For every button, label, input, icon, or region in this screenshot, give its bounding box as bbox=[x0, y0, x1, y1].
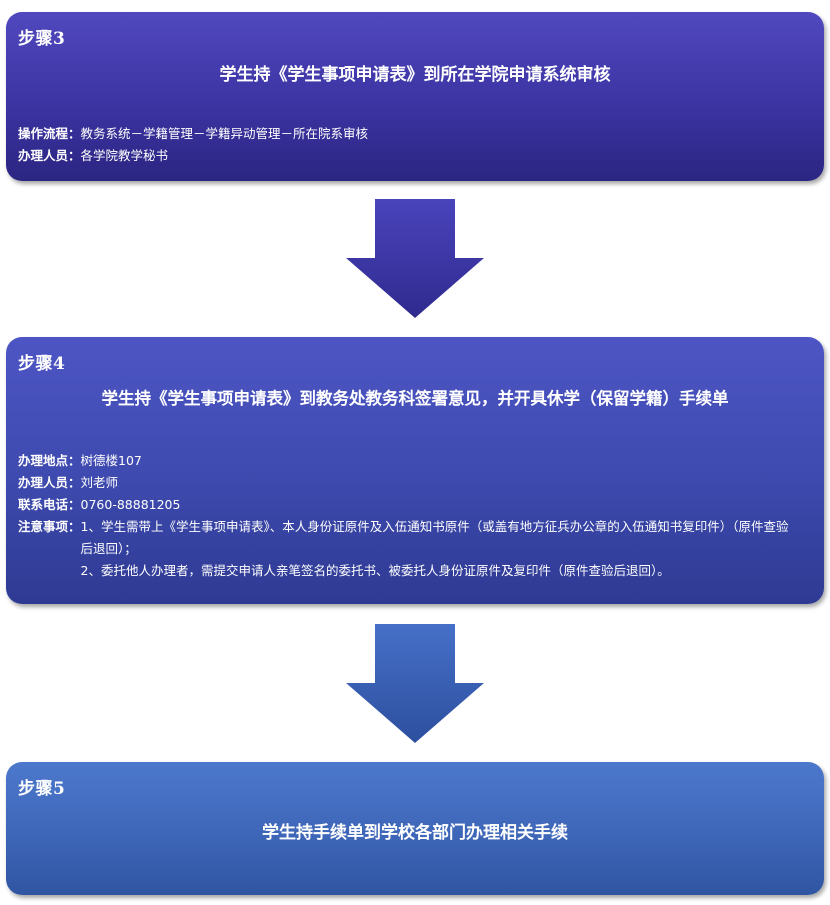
step-3-title: 学生持《学生事项申请表》到所在学院申请系统审核 bbox=[219, 65, 611, 85]
note-2: 2、委托他人办理者，需提交申请人亲笔签名的委托书、被委托人身份证原件及复印件（原… bbox=[80, 563, 670, 578]
step-3-staff-row: 办理人员： 各学院教学秘书 bbox=[18, 145, 368, 167]
phone-value: 0760-88881205 bbox=[80, 497, 181, 512]
staff-value: 刘老师 bbox=[80, 475, 119, 490]
process-value: 教务系统－学籍管理－学籍异动管理－所在院系审核 bbox=[80, 126, 369, 141]
step-3-label: 步骤3 bbox=[18, 29, 66, 49]
process-key: 操作流程： bbox=[18, 126, 81, 141]
notes-key: 注意事项： bbox=[18, 519, 81, 534]
step-4-phone-row: 联系电话： 0760-88881205 bbox=[18, 494, 818, 516]
step-4-box: 步骤4 学生持《学生事项申请表》到教务处教务科签署意见，并开具休学（保留学籍）手… bbox=[6, 337, 824, 604]
step-4-label: 步骤4 bbox=[18, 354, 66, 374]
phone-key: 联系电话： bbox=[18, 497, 81, 512]
down-arrow-icon bbox=[346, 199, 484, 318]
step-4-staff-row: 办理人员： 刘老师 bbox=[18, 472, 818, 494]
step-4-title: 学生持《学生事项申请表》到教务处教务科签署意见，并开具休学（保留学籍）手续单 bbox=[101, 389, 729, 408]
step-5-label: 步骤5 bbox=[18, 779, 66, 799]
step-5-title: 学生持手续单到学校各部门办理相关手续 bbox=[262, 823, 568, 843]
staff-key: 办理人员： bbox=[18, 475, 81, 490]
location-value: 树德楼107 bbox=[80, 453, 142, 468]
step-4-notes-row: 注意事项： 1、学生需带上《学生事项申请表》、本人身份证原件及入伍通知书原件（或… bbox=[18, 516, 818, 582]
staff-key: 办理人员： bbox=[18, 148, 81, 163]
step-3-box: 步骤3 学生持《学生事项申请表》到所在学院申请系统审核 操作流程： 教务系统－学… bbox=[6, 12, 824, 181]
down-arrow-icon bbox=[346, 624, 484, 743]
step-4-location-row: 办理地点： 树德楼107 bbox=[18, 450, 818, 472]
location-key: 办理地点： bbox=[18, 453, 81, 468]
step-3-process-row: 操作流程： 教务系统－学籍管理－学籍异动管理－所在院系审核 bbox=[18, 123, 368, 145]
step-3-details: 操作流程： 教务系统－学籍管理－学籍异动管理－所在院系审核 办理人员： 各学院教… bbox=[18, 123, 368, 167]
note-1: 1、学生需带上《学生事项申请表》、本人身份证原件及入伍通知书原件（或盖有地方征兵… bbox=[80, 519, 789, 556]
staff-value: 各学院教学秘书 bbox=[80, 148, 169, 163]
notes-list: 1、学生需带上《学生事项申请表》、本人身份证原件及入伍通知书原件（或盖有地方征兵… bbox=[81, 516, 791, 582]
step-5-box: 步骤5 学生持手续单到学校各部门办理相关手续 bbox=[6, 762, 824, 895]
step-4-details: 办理地点： 树德楼107 办理人员： 刘老师 联系电话： 0760-888812… bbox=[18, 450, 818, 582]
